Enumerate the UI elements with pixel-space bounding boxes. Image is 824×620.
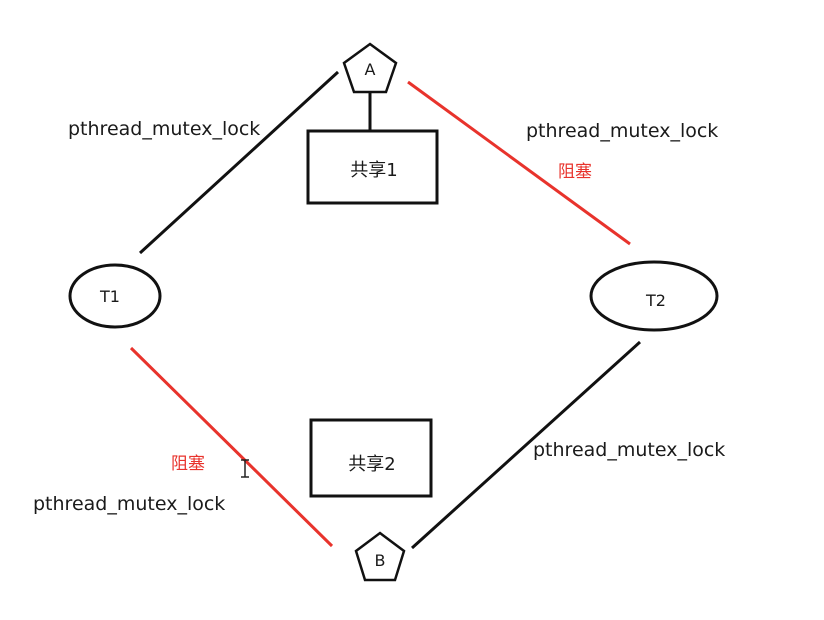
shared-resource-2-box [309, 418, 433, 498]
text-cursor-icon [241, 459, 249, 478]
lock-a-pentagon [342, 42, 398, 94]
edge-t2-to-a-blocked [407, 80, 631, 246]
edge-t1-b-label: pthread_mutex_lock [33, 493, 225, 515]
edge-t1-to-a [138, 70, 340, 255]
edge-t2-b-label: pthread_mutex_lock [533, 439, 725, 461]
edge-t1-a-label: pthread_mutex_lock [68, 118, 260, 140]
thread-t1-node [68, 263, 162, 329]
lock-b-label: B [375, 551, 386, 570]
thread-t2-label: T2 [645, 291, 666, 310]
shared-resource-2-label: 共享2 [348, 454, 395, 475]
shared-resource-1-label: 共享1 [350, 160, 397, 181]
thread-t2-node [589, 260, 719, 332]
edge-t1-b-status: 阻塞 [171, 454, 205, 474]
edge-t2-to-b [410, 340, 642, 550]
edge-t1-to-b-blocked [129, 346, 334, 548]
edge-t2-a-status: 阻塞 [558, 162, 592, 182]
thread-t1-label: T1 [99, 287, 120, 306]
lock-b-pentagon [354, 531, 406, 582]
lock-a-label: A [365, 60, 376, 79]
edge-t2-a-label: pthread_mutex_lock [526, 120, 718, 142]
shared-resource-1-box [306, 129, 439, 205]
